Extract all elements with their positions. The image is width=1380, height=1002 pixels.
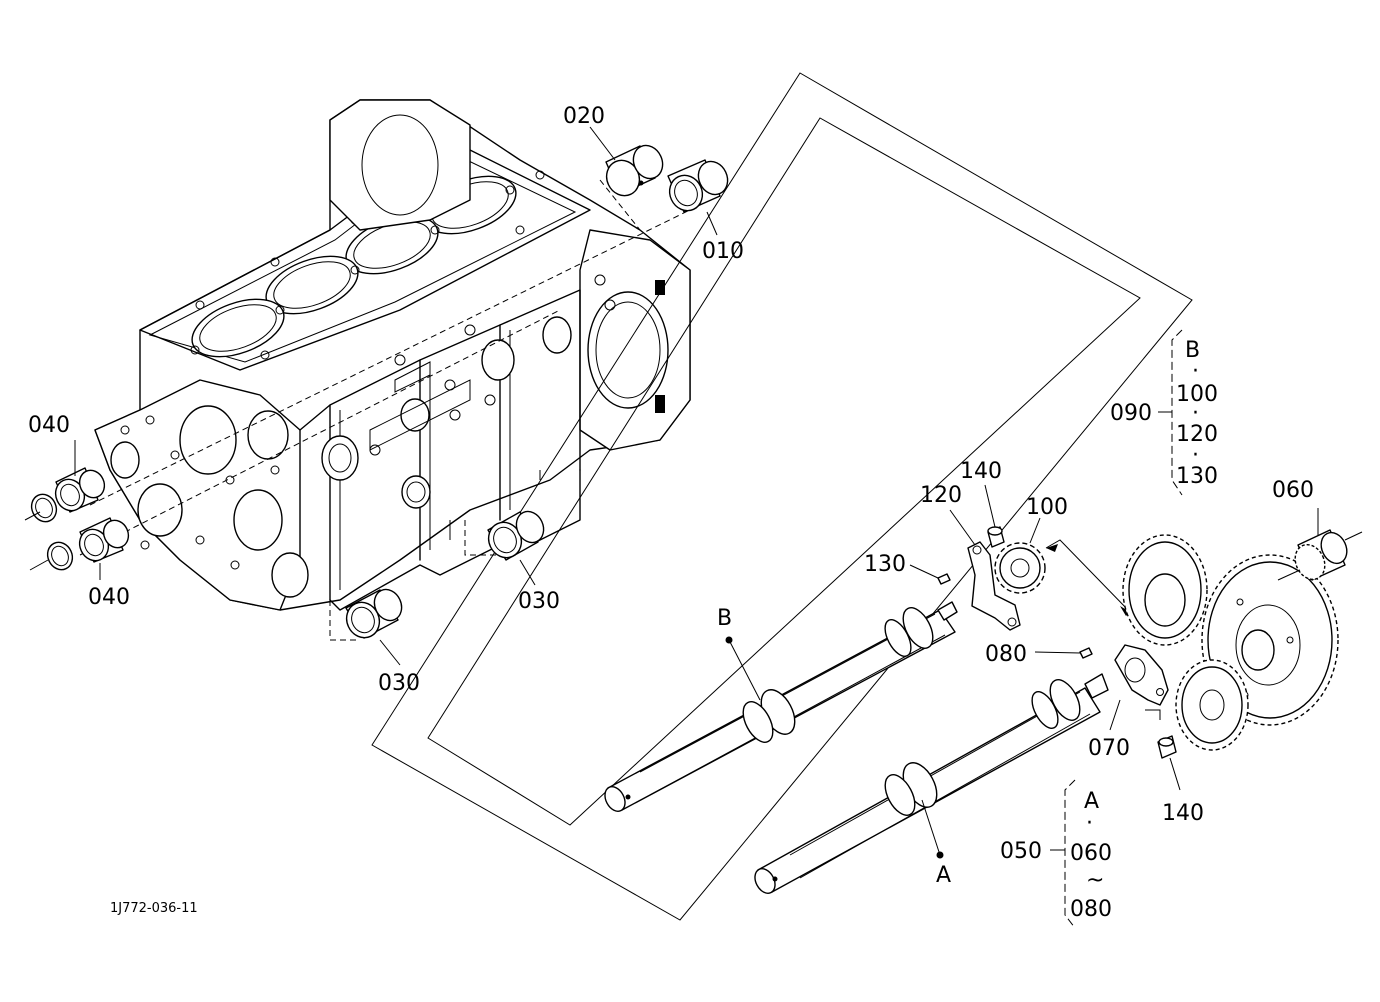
group-bracket-090: [1158, 329, 1183, 496]
label-050: 050: [1000, 839, 1042, 864]
bushing-030-upper: [487, 510, 545, 561]
label-040-upper: 040: [28, 413, 70, 438]
bushing-040-upper: [30, 467, 106, 523]
label-140-lower: 140: [1162, 801, 1204, 826]
group-050-sep: ·: [1086, 811, 1093, 836]
key-080: [1034, 647, 1093, 659]
label-100: 100: [1026, 495, 1068, 520]
gear-large-b: [1122, 534, 1208, 646]
group-050-item-a: A: [1084, 789, 1099, 814]
bushing-030-lower: [345, 588, 403, 639]
label-040-lower: 040: [88, 585, 130, 610]
gear-100: [994, 517, 1046, 594]
group-050-range: ~: [1086, 868, 1104, 893]
group-090-item-120: 120: [1176, 422, 1218, 447]
group-bracket-050: [1050, 779, 1076, 929]
group-050-item-080: 080: [1070, 897, 1112, 922]
bushing-020: [605, 144, 664, 197]
balancer-shaft-a: [754, 673, 1109, 894]
shaft-mark-a: A: [936, 863, 951, 888]
shaft-mark-b: B: [717, 606, 732, 631]
leader-lines: [74, 126, 718, 666]
label-060: 060: [1272, 478, 1314, 503]
label-030-upper: 030: [518, 589, 560, 614]
label-030-lower: 030: [378, 671, 420, 696]
cylinder-block: [79, 99, 701, 641]
group-090-sep-3: ·: [1192, 443, 1199, 468]
label-140-upper: 140: [960, 459, 1002, 484]
balancer-shaft-b: [604, 601, 958, 812]
assembly-frame-inner: [427, 117, 1141, 826]
assembly-frame-outer: [371, 72, 1193, 921]
plate-120: [949, 509, 1021, 631]
label-010: 010: [702, 239, 744, 264]
label-070: 070: [1088, 736, 1130, 761]
label-120: 120: [920, 483, 962, 508]
bushing-040-lower: [46, 517, 130, 571]
group-090-sep-1: ·: [1192, 359, 1199, 384]
label-130: 130: [864, 552, 906, 577]
bolt-140-upper: [984, 484, 1005, 548]
bearing-060: [1277, 508, 1363, 581]
bushing-010: [667, 159, 729, 213]
gear-small-a: [1175, 659, 1249, 751]
label-020: 020: [563, 104, 605, 129]
bolt-140-lower: [1157, 735, 1181, 791]
group-090-sep-2: ·: [1192, 401, 1199, 426]
key-130: [909, 564, 951, 585]
group-090-item-b: B: [1185, 338, 1200, 363]
group-050-item-060: 060: [1070, 841, 1112, 866]
drawing-code: 1J772-036-11: [110, 901, 198, 916]
label-080: 080: [985, 642, 1027, 667]
plate-070: [1109, 644, 1169, 731]
group-090-item-130: 130: [1176, 464, 1218, 489]
group-090-item-100: 100: [1176, 382, 1218, 407]
label-090: 090: [1110, 401, 1152, 426]
